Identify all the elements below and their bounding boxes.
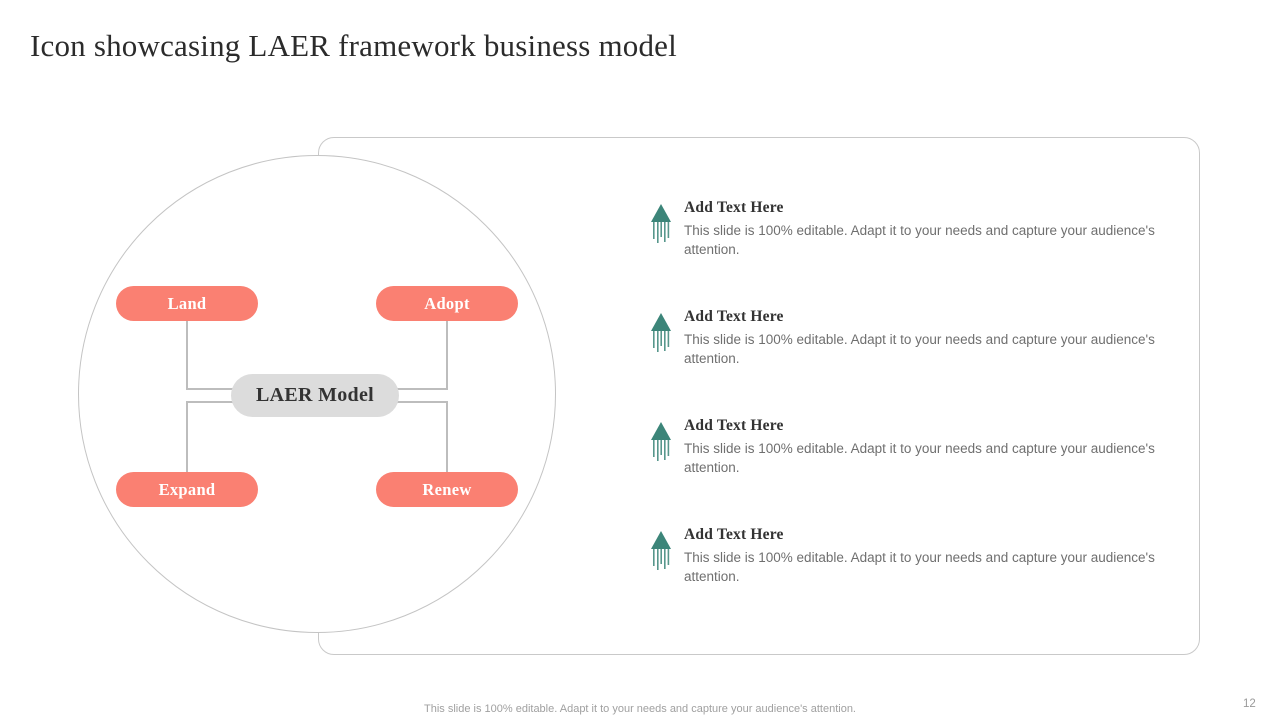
list-item: Add Text Here This slide is 100% editabl… (648, 307, 1188, 416)
page-title: Icon showcasing LAER framework business … (30, 28, 677, 63)
rocket-launch-icon (648, 202, 674, 244)
list-item-description: This slide is 100% editable. Adapt it to… (684, 441, 1155, 475)
connector-expand-horizontal (186, 401, 248, 403)
page-number: 12 (1243, 698, 1256, 710)
list-item-heading: Add Text Here (684, 526, 784, 543)
connector-expand-vertical (186, 401, 188, 472)
diagram-node-expand[interactable]: Expand (116, 472, 258, 507)
list-item-body: Add Text Here This slide is 100% editabl… (684, 198, 1184, 259)
connector-adopt-horizontal (384, 388, 448, 390)
list-item-body: Add Text Here This slide is 100% editabl… (684, 416, 1184, 477)
list-item: Add Text Here This slide is 100% editabl… (648, 198, 1188, 307)
list-item-description: This slide is 100% editable. Adapt it to… (684, 223, 1155, 257)
connector-adopt-vertical (446, 321, 448, 389)
laer-diagram: Land Adopt Expand Renew LAER Model (70, 145, 570, 655)
list-item-heading: Add Text Here (684, 199, 784, 216)
list-item-description: This slide is 100% editable. Adapt it to… (684, 332, 1155, 366)
diagram-circle-outline (78, 155, 556, 633)
diagram-node-land[interactable]: Land (116, 286, 258, 321)
connector-land-horizontal (186, 388, 248, 390)
connector-renew-horizontal (384, 401, 448, 403)
connector-land-vertical (186, 321, 188, 389)
rocket-launch-icon (648, 529, 674, 571)
list-item-heading: Add Text Here (684, 308, 784, 325)
list-item: Add Text Here This slide is 100% editabl… (648, 416, 1188, 525)
list-item-body: Add Text Here This slide is 100% editabl… (684, 525, 1184, 586)
rocket-launch-icon (648, 420, 674, 462)
footer-note: This slide is 100% editable. Adapt it to… (424, 703, 856, 715)
rocket-launch-icon (648, 311, 674, 353)
diagram-node-renew[interactable]: Renew (376, 472, 518, 507)
connector-renew-vertical (446, 401, 448, 472)
list-item-description: This slide is 100% editable. Adapt it to… (684, 550, 1155, 584)
text-items-list: Add Text Here This slide is 100% editabl… (648, 198, 1188, 634)
list-item: Add Text Here This slide is 100% editabl… (648, 525, 1188, 634)
list-item-heading: Add Text Here (684, 417, 784, 434)
diagram-node-center[interactable]: LAER Model (231, 374, 399, 417)
diagram-node-adopt[interactable]: Adopt (376, 286, 518, 321)
list-item-body: Add Text Here This slide is 100% editabl… (684, 307, 1184, 368)
